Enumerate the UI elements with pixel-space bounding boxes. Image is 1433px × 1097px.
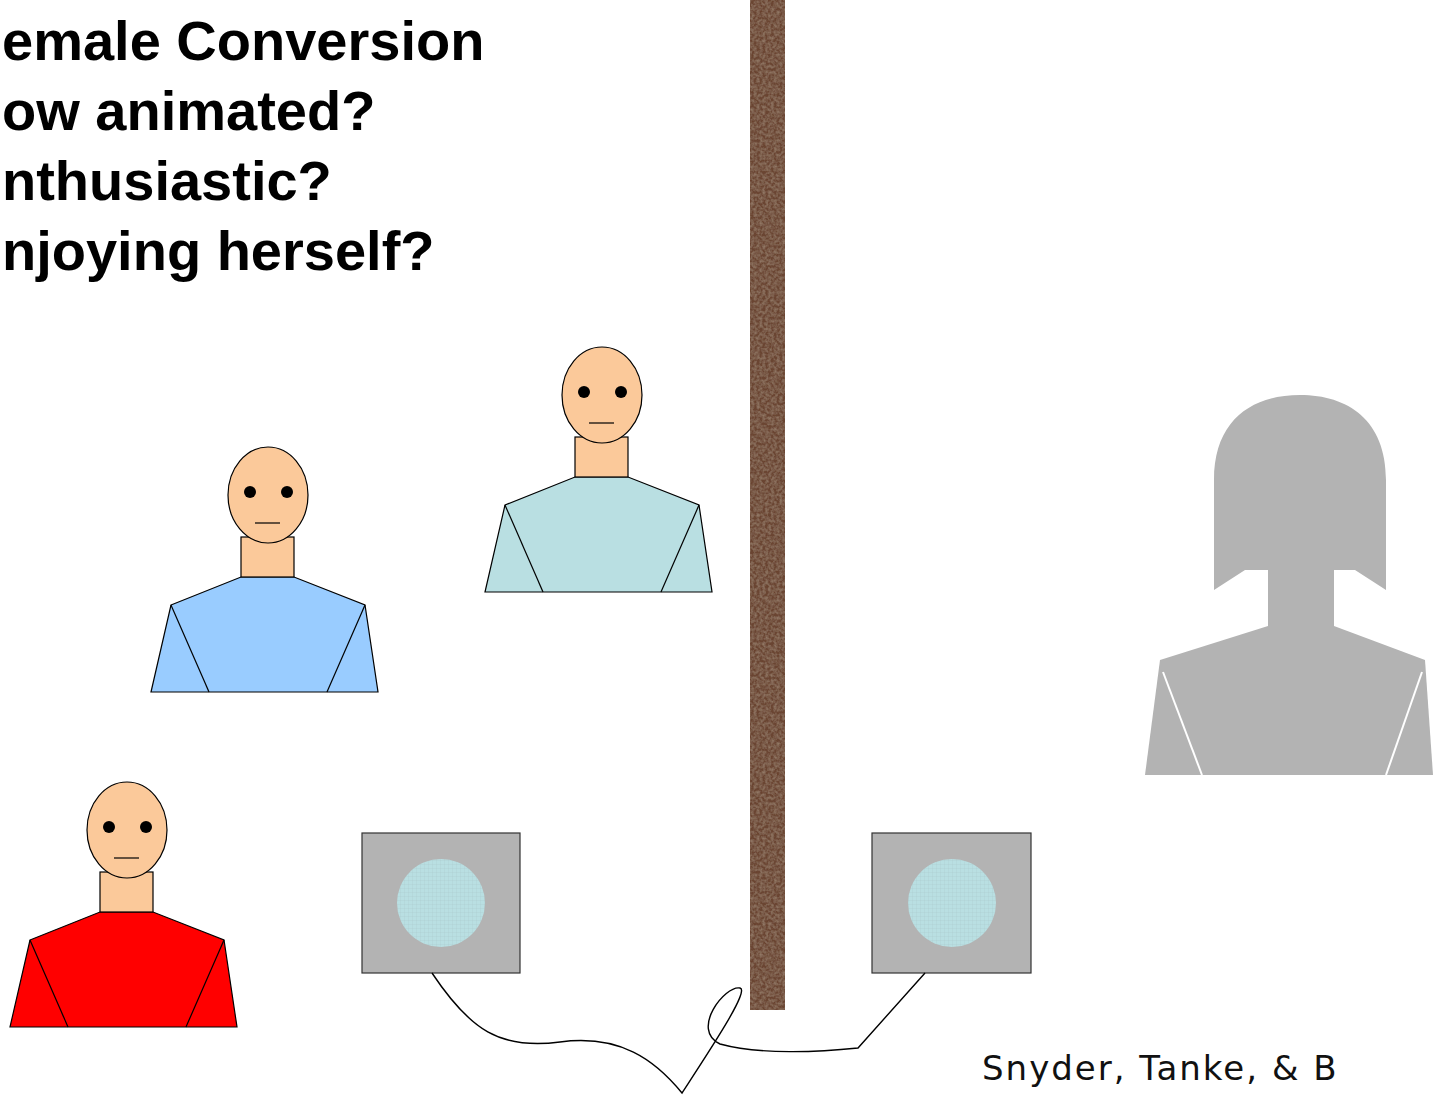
female-silhouette <box>1145 395 1433 775</box>
speaker <box>362 833 520 973</box>
citation: Snyder, Tanke, & B <box>982 1048 1339 1088</box>
speaker <box>872 833 1031 973</box>
slide-title: emale Conversion <box>2 6 484 76</box>
rating-question: ow animated? <box>2 76 375 146</box>
male-figure <box>151 447 378 692</box>
rating-question: nthusiastic? <box>2 146 332 216</box>
rating-question: njoying herself? <box>2 216 435 286</box>
speaker-wire <box>432 973 925 1093</box>
male-figure <box>485 347 712 592</box>
male-figure <box>10 782 237 1027</box>
dividing-wall <box>750 0 785 1010</box>
